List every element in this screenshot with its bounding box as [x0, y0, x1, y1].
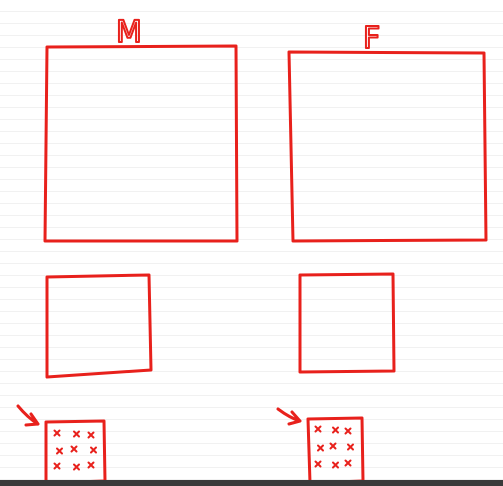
f-cross-mark — [314, 460, 322, 468]
m-cross-mark — [53, 462, 61, 470]
m-cross-mark — [73, 463, 80, 471]
label-f: F — [363, 21, 380, 56]
m-cross-mark — [70, 445, 78, 453]
arrow-m — [16, 404, 40, 427]
m-cross-mark — [73, 430, 80, 438]
square-m-large — [43, 44, 239, 243]
arrow-f — [276, 407, 302, 426]
m-cross-mark — [87, 461, 95, 469]
m-cross-mark — [53, 429, 61, 437]
f-cross-mark — [332, 461, 339, 469]
f-cross-mark — [314, 425, 322, 433]
square-f-large — [287, 50, 488, 243]
cross-marks-f — [314, 425, 354, 469]
f-cross-mark — [317, 444, 324, 452]
label-m: M — [116, 15, 142, 50]
f-cross-mark — [329, 442, 337, 450]
m-cross-mark — [87, 431, 95, 439]
square-m-medium — [45, 273, 153, 379]
f-cross-mark — [347, 443, 354, 451]
square-f-medium — [298, 272, 396, 374]
ink-strokes: M F — [16, 14, 488, 485]
f-cross-mark — [344, 459, 352, 467]
m-cross-mark — [90, 446, 97, 454]
cross-marks-m — [53, 429, 97, 471]
m-cross-mark — [56, 447, 63, 455]
f-cross-mark — [332, 426, 339, 434]
f-cross-mark — [344, 427, 352, 435]
bottom-bar — [0, 480, 503, 486]
